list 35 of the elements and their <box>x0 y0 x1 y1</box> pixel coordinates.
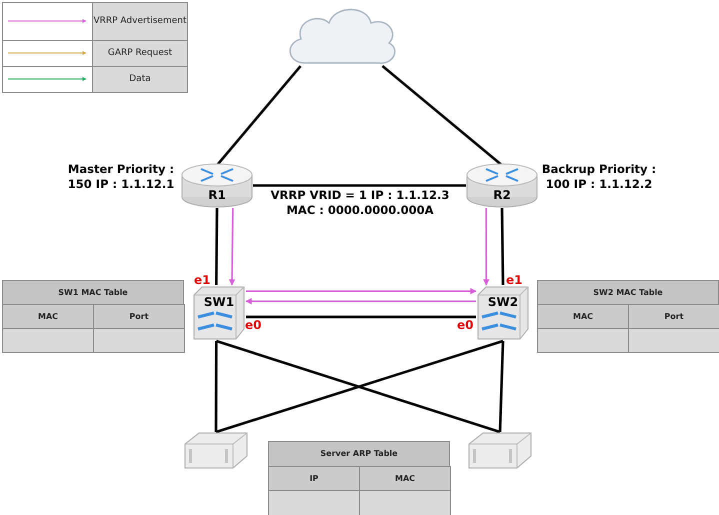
connection-line <box>216 65 302 166</box>
legend-label: Data <box>92 66 188 93</box>
column-header: MAC <box>359 466 451 491</box>
table-title: SW2 MAC Table <box>537 280 719 305</box>
vrrp-info-text: VRRP VRID = 1 IP : 1.1.12.3 MAC : 0000.0000.000A <box>270 188 450 217</box>
column-header: Port <box>93 304 185 329</box>
connection-line <box>500 208 504 286</box>
arrow <box>245 298 476 304</box>
device-label: R1 <box>208 188 226 202</box>
table-title: Server ARP Table <box>268 441 450 466</box>
connection-line <box>382 65 503 166</box>
port-label: e1 <box>194 273 210 287</box>
column-header: Port <box>628 304 719 329</box>
connection-line <box>253 184 466 187</box>
router-caption: Master Priority : 150 IP : 1.1.12.1 <box>66 162 176 191</box>
legend-label: VRRP Advertisement <box>92 2 188 41</box>
arrow <box>246 288 477 294</box>
connection-line <box>215 208 218 286</box>
connection-line <box>498 340 504 432</box>
legend-label: GARP Request <box>92 40 188 67</box>
column-header: IP <box>268 466 360 491</box>
column-header: MAC <box>2 304 94 329</box>
column-header: MAC <box>537 304 629 329</box>
router-caption: Backrup Priority : 100 IP : 1.1.12.2 <box>540 162 658 191</box>
arrow <box>483 208 490 286</box>
arrow <box>228 208 236 286</box>
table-title: SW1 MAC Table <box>2 280 184 305</box>
port-label: e1 <box>506 273 522 287</box>
connection-line <box>214 341 218 432</box>
device-label: SW1 <box>204 295 234 309</box>
device-label: R2 <box>493 188 511 202</box>
device-label: SW2 <box>488 295 518 309</box>
port-label: e0 <box>457 318 474 332</box>
connection-line <box>246 316 476 318</box>
port-label: e0 <box>245 318 262 332</box>
